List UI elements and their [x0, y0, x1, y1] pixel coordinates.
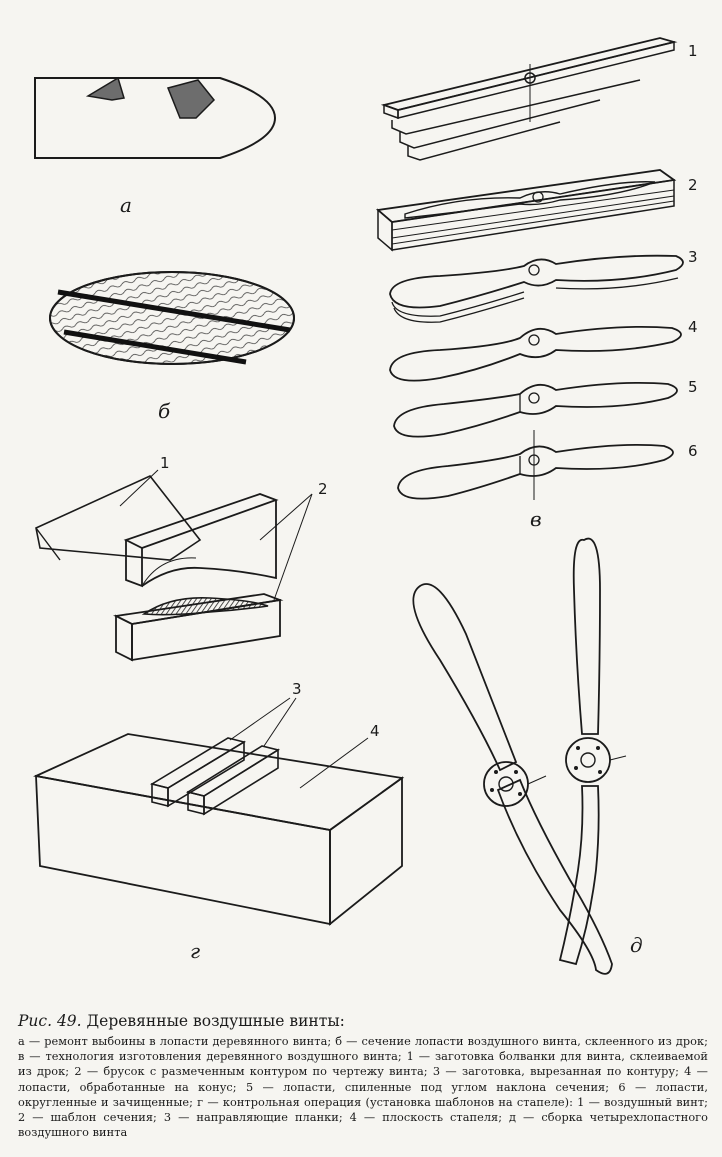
- blade-repair-drawing: [34, 76, 277, 159]
- stage-3-cut: [389, 254, 684, 323]
- figure-caption: Рис. 49. Деревянные воздушные винты: а —…: [18, 1010, 708, 1140]
- label-g: г: [190, 939, 200, 963]
- stage-number-4: 4: [688, 318, 698, 336]
- template-number-1: 1: [160, 454, 170, 472]
- stage-1-blank: [380, 37, 678, 161]
- caption-title-line: Рис. 49. Деревянные воздушные винты:: [18, 1010, 708, 1032]
- label-a: а: [120, 193, 132, 217]
- stage-number-2: 2: [688, 176, 698, 194]
- section-templates-drawing: [35, 469, 313, 662]
- template-number-2: 2: [318, 480, 328, 498]
- stage-number-5: 5: [688, 378, 698, 396]
- stand-number-3: 3: [292, 680, 302, 698]
- four-blade-assembly-drawing: [412, 537, 627, 975]
- figure-illustration: а б: [33, 37, 698, 975]
- stage-number-1: 1: [688, 42, 698, 60]
- blade-section-drawing: [49, 271, 295, 365]
- assembly-stand-drawing: [33, 697, 405, 926]
- stage-2-block: [375, 169, 677, 252]
- figure-number: Рис. 49.: [18, 1012, 82, 1030]
- stage-6-rounded: [397, 430, 674, 500]
- stage-number-6: 6: [688, 442, 698, 460]
- stand-number-4: 4: [370, 722, 380, 740]
- figure-title: Деревянные воздушные винты:: [86, 1012, 345, 1030]
- caption-body: а — ремонт выбоины в лопасти деревянного…: [18, 1035, 708, 1140]
- stage-4-tapered: [389, 325, 682, 382]
- stage-number-3: 3: [688, 248, 698, 266]
- label-v: в: [530, 507, 542, 531]
- stage-5-sawn: [393, 381, 678, 438]
- propeller-stages-drawing: [375, 37, 684, 500]
- label-b: б: [158, 399, 171, 423]
- label-d: д: [630, 933, 643, 957]
